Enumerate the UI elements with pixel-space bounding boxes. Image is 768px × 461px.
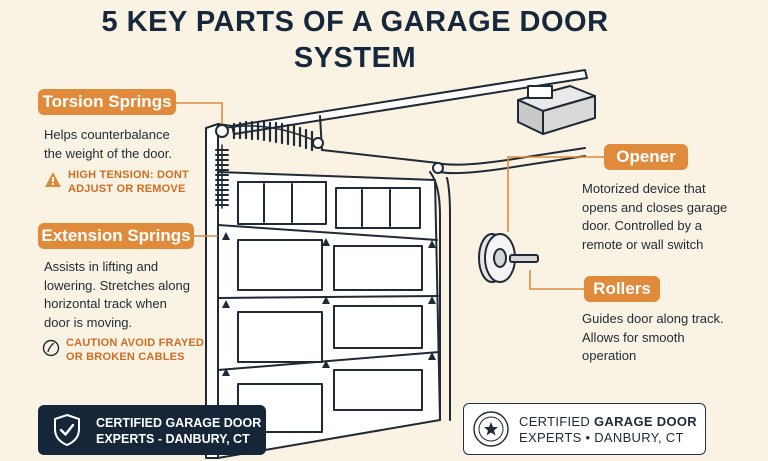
dark-badge-text: CERTIFIED GARAGE DOOR EXPERTS - DANBURY,… <box>96 415 261 447</box>
certified-badge-light: CERTIFIED GARAGE DOOR EXPERTS • DANBURY,… <box>463 403 706 455</box>
dark-badge-line-1: CERTIFIED GARAGE DOOR <box>96 416 262 430</box>
opener-desc-line-1: Motorized device that <box>582 181 706 196</box>
seal-star-icon <box>473 411 509 447</box>
torsion-warning-line-1: HIGH TENSION: DONT <box>68 169 189 181</box>
light-badge-line-1: CERTIFIED GARAGE DOOR <box>519 414 697 430</box>
light-badge-bold: GARAGE DOOR <box>594 414 697 429</box>
rollers-desc-line-1: Guides door along track. <box>582 311 724 326</box>
opener-label: Opener <box>604 144 688 170</box>
torsion-desc-line-1: Helps counterbalance <box>44 127 170 142</box>
opener-unit <box>517 85 596 135</box>
opener-desc-line-4: remote or wall switch <box>582 236 704 252</box>
extension-springs-label: Extension Springs <box>38 223 194 249</box>
opener-desc-line-2: opens and closes garage <box>582 199 728 215</box>
light-badge-line-2: EXPERTS • DANBURY, CT <box>519 430 684 445</box>
torsion-leader <box>172 102 223 124</box>
extension-springs-description: Assists in lifting and lowering. Stretch… <box>44 258 190 332</box>
rollers-label: Rollers <box>584 276 660 302</box>
torsion-warning-line-2: ADJUST OR REMOVE <box>68 183 186 195</box>
vertical-track <box>429 171 451 421</box>
torsion-springs-description: Helps counterbalance the weight of the d… <box>44 126 172 163</box>
door-panels <box>217 171 441 459</box>
torsion-spring <box>215 120 324 152</box>
extension-warning-line-1: CAUTION AVOID FRAYED <box>66 337 205 349</box>
light-badge-text: CERTIFIED GARAGE DOOR EXPERTS • DANBURY,… <box>519 414 697 446</box>
opener-desc-line-3: door. Controlled by a <box>582 218 702 233</box>
rollers-description: Guides door along track. Allows for smoo… <box>582 310 724 366</box>
torsion-desc-line-2: the weight of the door. <box>44 145 172 161</box>
torsion-springs-label: Torsion Springs <box>38 89 176 115</box>
page-title: 5 KEY PARTS OF A GARAGE DOOR SYSTEM <box>70 4 640 76</box>
extension-desc-line-4: door is moving. <box>44 314 133 330</box>
shield-check-icon <box>54 413 80 447</box>
warning-triangle-icon <box>45 172 61 187</box>
title-line-2: SYSTEM <box>293 42 417 74</box>
panel-hinges <box>222 232 436 376</box>
dark-badge-line-2: EXPERTS - DANBURY, CT <box>96 432 250 446</box>
rollers-leader <box>529 270 590 290</box>
opener-description: Motorized device that opens and closes g… <box>582 180 727 254</box>
extension-warning-line-2: OR BROKEN CABLES <box>66 351 185 363</box>
roller-wheel <box>478 233 539 283</box>
extension-desc-line-2: lowering. Stretches along <box>44 277 190 293</box>
extension-warning: CAUTION AVOID FRAYED OR BROKEN CABLES <box>66 336 204 364</box>
extension-desc-line-1: Assists in lifting and <box>44 259 159 274</box>
horizontal-track <box>321 147 586 175</box>
extension-spring <box>215 144 229 209</box>
opener-leader <box>507 156 608 232</box>
rollers-desc-line-2: Allows for smooth <box>582 329 685 345</box>
light-badge-prefix: CERTIFIED <box>519 414 594 429</box>
extension-desc-line-3: horizontal track when <box>44 296 167 311</box>
title-line-1: 5 KEY PARTS OF A GARAGE DOOR <box>101 6 609 38</box>
cable-caution-icon <box>42 339 60 357</box>
torsion-warning: HIGH TENSION: DONT ADJUST OR REMOVE <box>68 168 189 196</box>
certified-badge-dark: CERTIFIED GARAGE DOOR EXPERTS - DANBURY,… <box>38 405 266 455</box>
rollers-desc-line-3: operation <box>582 348 637 363</box>
